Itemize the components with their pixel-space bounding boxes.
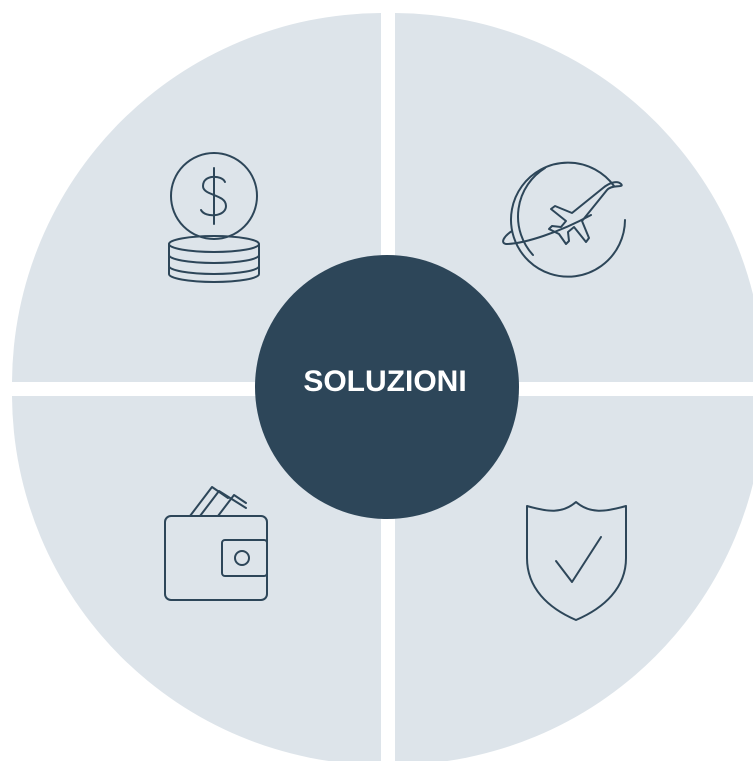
- shield-check-icon: [526, 501, 627, 621]
- airplane-globe-icon: [502, 161, 626, 278]
- coins-dollar-icon: [168, 152, 260, 283]
- wallet-icon: [164, 486, 268, 601]
- center-label: SOLUZIONI: [303, 365, 466, 398]
- segment-bottom-left[interactable]: [12, 396, 381, 761]
- segment-top-right[interactable]: [395, 13, 753, 382]
- center-hub[interactable]: [255, 255, 519, 519]
- segment-top-left[interactable]: [12, 13, 381, 382]
